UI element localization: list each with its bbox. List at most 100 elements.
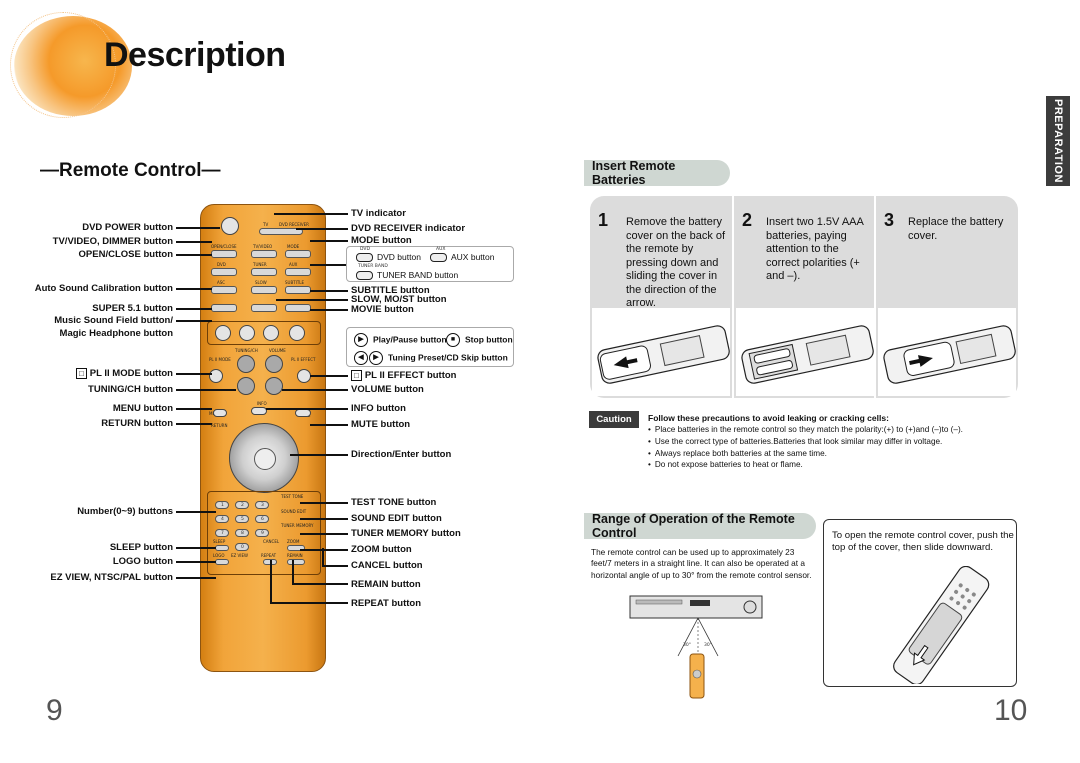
range-angle-left: 30° [683, 643, 691, 648]
range-title: Range of Operation of the Remote Control [592, 512, 795, 540]
remote-label-pl2-effect: PL II EFFECT [291, 357, 316, 362]
label-logo: LOGO button [112, 556, 173, 567]
zoom-shape [287, 545, 305, 551]
number-1-label: 1 [221, 503, 224, 508]
sleep-shape [215, 545, 229, 551]
number-button-2: 2 [235, 501, 249, 509]
label-test-tone: TEST TONE button [351, 497, 437, 508]
label-auto-sound-calibration: Auto Sound Calibration button [34, 283, 173, 294]
label-dvd-button: DVD button [356, 252, 421, 263]
number-9-label: 9 [261, 531, 264, 536]
leader-line [300, 518, 348, 520]
remote-label-aux: AUX [289, 262, 298, 267]
mode-switch-shape [259, 228, 303, 235]
label-stop: ■ Stop button [446, 333, 513, 347]
leader-line [300, 533, 348, 535]
remote-label-open-close: OPEN/CLOSE [211, 244, 237, 249]
leader-line [300, 502, 348, 504]
number-6-label: 6 [261, 517, 264, 522]
remote-back-cover-removal-illustration [597, 325, 730, 384]
number-0-label: 0 [241, 545, 244, 550]
tv-video-shape [251, 250, 277, 258]
step-1-illustration [592, 308, 730, 396]
range-of-operation-illustration [629, 595, 763, 699]
slow-shape [251, 286, 277, 294]
label-magic-headphone: Magic Headphone button [59, 328, 173, 339]
remote-label-tv-video: TV/VIDEO [253, 244, 273, 249]
pl2-effect-shape [297, 369, 311, 383]
label-pl2-mode: □PL II MODE button [75, 368, 173, 379]
direction-pad [229, 423, 299, 493]
caution-list: Place batteries in the remote control so… [648, 424, 963, 471]
play-pause-icon: ▶ [354, 333, 368, 347]
number-button-7: 7 [215, 529, 229, 537]
mini-label-dvd: DVD [360, 247, 370, 252]
label-number-buttons: Number(0~9) buttons [77, 506, 173, 517]
remote-label-ez-view: EZ VIEW [231, 553, 248, 558]
leader-line [274, 213, 348, 215]
volume-up-shape [265, 355, 283, 373]
leader-line [290, 454, 348, 456]
label-tuner-memory: TUNER MEMORY button [351, 528, 461, 539]
mode-shape [285, 250, 311, 258]
section-title: —Remote Control— [40, 160, 221, 181]
remote-label-sleep: SLEEP [213, 539, 226, 544]
remote-label-subtitle: SUBTITLE [285, 280, 305, 285]
cover-note-text: To open the remote control cover, push t… [832, 530, 1014, 553]
dvd-key-icon [356, 253, 373, 263]
remain-shape [287, 559, 305, 565]
remote-label-pl2-mode: PL II MODE [209, 357, 231, 362]
aux-shape [285, 268, 311, 276]
skip-forward-icon: ▶ [369, 351, 383, 365]
leader-line [176, 308, 212, 310]
power-button-shape [221, 217, 239, 235]
transport-button-shape [239, 325, 255, 341]
transport-button-group [346, 327, 514, 367]
insert-batteries-header: Insert Remote Batteries [584, 159, 730, 187]
leader-line [176, 577, 216, 579]
stop-icon: ■ [446, 333, 460, 347]
label-subtitle: SUBTITLE button [351, 285, 430, 296]
mini-label-tuner-band: TUNER BAND [358, 264, 388, 269]
label-ez-view: EZ VIEW, NTSC/PAL button [50, 572, 173, 583]
label-tuner-band: TUNER BAND button [356, 270, 458, 281]
number-3-label: 3 [261, 503, 264, 508]
insert-batteries-title: Insert Remote Batteries [592, 159, 676, 187]
step-divider [732, 196, 734, 398]
remote-cover-slide-illustration [893, 566, 990, 684]
leader-line [176, 320, 212, 322]
remote-label-slow: SLOW [255, 280, 267, 285]
leader-line [176, 373, 212, 375]
remote-label-sound-edit: SOUND EDIT [281, 509, 307, 514]
page-number-right: 10 [994, 694, 1028, 727]
menu-shape [213, 409, 227, 417]
remote-label-return: RETURN [211, 423, 228, 428]
leader-line [176, 408, 212, 410]
label-stop-text: Stop button [465, 334, 513, 345]
remote-label-mode: MODE [287, 244, 300, 249]
remote-label-test-tone: TEST TONE [281, 494, 304, 499]
remote-label-dvd: DVD [217, 262, 226, 267]
label-dvd-receiver-indicator: DVD RECEIVER indicator [351, 223, 466, 234]
caution-item: Always replace both batteries at the sam… [648, 448, 963, 460]
step-number: 2 [742, 210, 753, 230]
open-close-shape [211, 250, 237, 258]
label-tv-video-dimmer: TV/VIDEO, DIMMER button [52, 236, 173, 247]
step-number: 3 [884, 210, 895, 230]
leader-line [270, 602, 348, 604]
leader-line [322, 548, 324, 566]
leader-line [292, 583, 348, 585]
tuner-band-key-icon [356, 271, 373, 281]
source-button-group [346, 246, 514, 282]
aux-key-icon [430, 253, 447, 263]
leader-line [282, 389, 348, 391]
leader-line [310, 290, 348, 292]
info-shape [251, 407, 267, 415]
step-text: Insert two 1.5V AAA batteries, paying at… [766, 216, 864, 282]
dolby-icon: □ [75, 368, 87, 379]
cover-replace-illustration [883, 325, 1016, 384]
battery-insert-illustration [741, 325, 874, 384]
leader-line [176, 227, 220, 229]
remote-label-remain: REMAIN [287, 553, 303, 558]
step-text: Remove the battery cover on the back of … [626, 216, 726, 309]
